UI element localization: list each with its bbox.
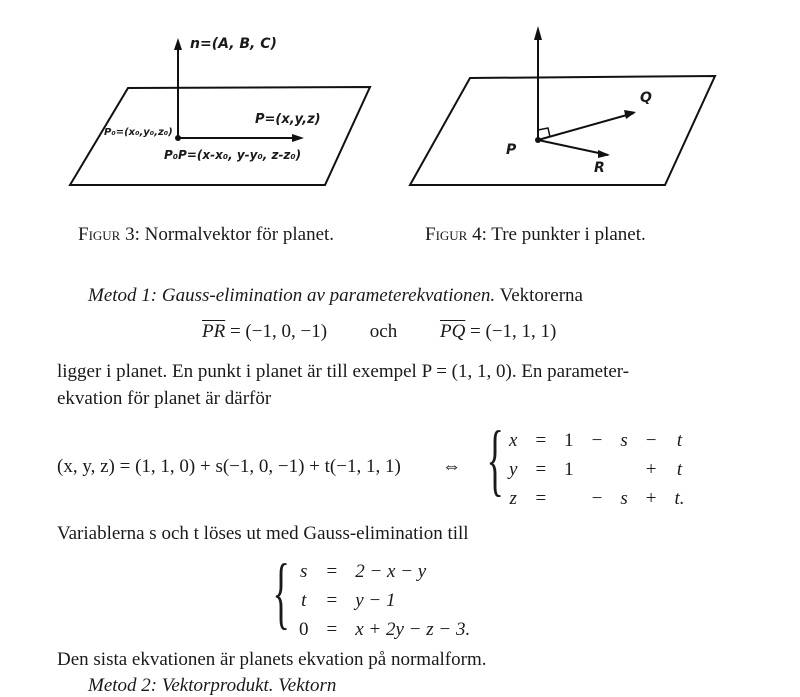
p-label: P=(x,y,z) — [255, 112, 321, 127]
p0-label: P₀=(x₀,y₀,z₀) — [104, 127, 173, 138]
equivalence-symbol: ⇔ — [442, 456, 461, 477]
parameter-system: x=1−s−t y=1+t z=−s+t. — [509, 429, 685, 509]
vector-equations: PR = (−1, 0, −1) och PQ = (−1, 1, 1) — [202, 321, 557, 342]
normal-label: n=(A, B, C) — [190, 36, 277, 52]
paragraph-variables: Variablerna s och t löses ut med Gauss-e… — [57, 523, 469, 544]
paragraph-line-2: ekvation för planet är därför — [57, 388, 272, 409]
parameter-equation: (x, y, z) = (1, 1, 0) + s(−1, 0, −1) + t… — [57, 456, 401, 477]
paragraph-normal-form: Den sista ekvationen är planets ekvation… — [57, 649, 487, 670]
figure-3-drawing — [68, 26, 717, 186]
method-1-heading: Metod 1: Gauss-elimination av parametere… — [88, 285, 583, 306]
cutoff-line: Metod 2: Vektorprodukt. Vektorn — [88, 675, 337, 696]
solved-system: s=2 − x − y t=y − 1 0=x + 2y − z − 3. — [299, 560, 471, 640]
point-q-label: Q — [640, 90, 652, 106]
figure-3-caption: Figur 3: Normalvektor för planet. — [78, 224, 335, 245]
figure-4-caption: Figur 4: Tre punkter i planet. — [425, 224, 646, 245]
plane-outline — [68, 85, 372, 186]
point-p-label: P — [506, 142, 517, 158]
pq-arrow — [537, 112, 635, 141]
brace-2: { — [272, 549, 290, 637]
p0p-label: P₀P=(x-x₀, y-y₀, z-z₀) — [164, 148, 302, 162]
pr-arrow — [537, 139, 609, 156]
point-r-label: R — [594, 160, 605, 176]
paragraph-line-1: ligger i planet. En punkt i planet är ti… — [57, 361, 630, 382]
plane-outline-2 — [408, 74, 717, 186]
brace: { — [486, 416, 504, 504]
